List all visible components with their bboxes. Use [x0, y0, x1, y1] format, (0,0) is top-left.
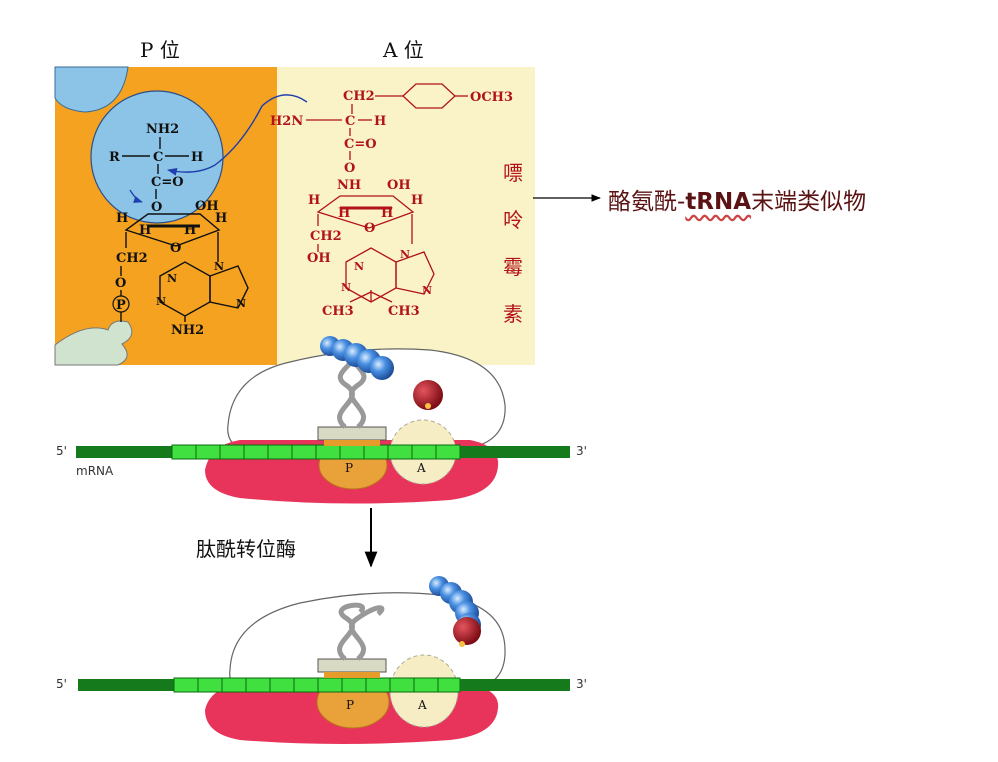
ribosome-after: P A [78, 576, 570, 744]
p-site-letter: P [346, 698, 354, 712]
three-prime-label: 3' [576, 444, 587, 458]
five-prime-label: 5' [56, 444, 67, 458]
c-eq-o-label: C=O [344, 137, 377, 152]
h-label: H [411, 193, 423, 208]
o-label: O [170, 241, 181, 256]
a-site-letter: A [417, 698, 427, 712]
peptide-bead [370, 356, 394, 380]
o-label: O [364, 221, 375, 236]
nh-label: NH [337, 178, 361, 193]
mrna-label: mRNA [76, 464, 114, 478]
a-site-panel [277, 67, 535, 365]
n-label: N [214, 260, 224, 273]
aminoacyl-circle [90, 90, 224, 224]
bond-arrow [129, 189, 143, 203]
mrna-codons [173, 677, 461, 693]
c-eq-o-label: C=O [151, 175, 184, 190]
trna-blob [54, 66, 129, 113]
oh-label: OH [387, 178, 411, 193]
left-molecule: NH2 R C H C=O O OH H H H H O CH2 O P N N… [109, 122, 249, 338]
ch3-label: CH3 [322, 304, 354, 319]
o-label: O [151, 200, 162, 215]
five-prime-label: 5' [56, 677, 67, 691]
analog-callout: 酪氨酰-tRNA末端类似物 [608, 182, 866, 216]
three-prime-label: 3' [576, 677, 587, 691]
phosphate-label: P [116, 298, 126, 313]
n-label: N [167, 272, 177, 285]
codon-dividers [195, 445, 437, 459]
n-label: N [354, 260, 364, 273]
c-label: C [345, 114, 355, 129]
nucleophilic-attack-arrow [167, 94, 308, 176]
mrna-3-segment [460, 446, 570, 458]
h-label: H [374, 114, 386, 129]
codon-dividers [197, 678, 439, 692]
ribosome-before: P A [76, 336, 570, 504]
anticodon [324, 672, 380, 678]
puromycin-stem [425, 403, 431, 409]
callout-prefix: 酪氨酰- [608, 189, 686, 215]
puromycin-stem [459, 641, 465, 647]
puromycin-char: 嘌 [503, 161, 523, 185]
puromycin-bead [413, 380, 443, 410]
trna-stub [54, 320, 133, 366]
c-label: C [153, 150, 163, 165]
o-label: O [115, 276, 126, 291]
mrna-5-segment [78, 679, 174, 691]
n-label: N [422, 284, 432, 297]
right-molecule: CH2 OCH3 H2N C H C=O O NH OH H H H H O C… [270, 83, 513, 319]
trna-anticodon-base [317, 426, 387, 441]
puromycin-label: 嘌 呤 霉 素 [500, 150, 526, 338]
h-label: H [381, 206, 393, 221]
anticodon [324, 440, 380, 446]
h-label: H [215, 211, 227, 226]
o-label: O [344, 161, 355, 176]
p-site-label: P 位 [140, 38, 180, 62]
och3-label: OCH3 [470, 90, 513, 105]
callout-trna: tRNA [685, 189, 752, 215]
trna-anticodon-base [317, 658, 387, 673]
n-label: N [236, 297, 246, 310]
n-label: N [341, 281, 351, 294]
translocase-label: 肽酰转位酶 [196, 537, 296, 561]
trna-helix [337, 602, 385, 661]
mrna-3-segment [460, 679, 570, 691]
ch3-label: CH3 [388, 304, 420, 319]
a-site-label: A 位 [383, 38, 424, 62]
n-label: N [400, 248, 410, 261]
puromycin-char: 霉 [503, 255, 523, 279]
r-label: R [109, 150, 120, 165]
oh-label: OH [307, 251, 331, 266]
nh2-label: NH2 [146, 122, 179, 137]
mrna-5-segment [76, 446, 172, 458]
a-site-letter: A [416, 461, 426, 475]
ch2-label: CH2 [310, 229, 342, 244]
ch2-label: CH2 [116, 251, 148, 266]
puromycin-bead [453, 617, 481, 645]
h-label: H [308, 193, 320, 208]
h-label: H [116, 211, 128, 226]
ch2-label: CH2 [343, 89, 375, 104]
nh2-label: NH2 [171, 323, 204, 338]
h2n-label: H2N [270, 114, 303, 129]
puromycin-char: 素 [503, 302, 523, 326]
h-label: H [191, 150, 203, 165]
n-label: N [156, 295, 166, 308]
p-site-letter: P [345, 461, 353, 475]
h-label: H [338, 206, 350, 221]
puromycin-char: 呤 [503, 208, 523, 232]
oh-label: OH [195, 199, 219, 214]
callout-suffix: 末端类似物 [751, 189, 867, 215]
